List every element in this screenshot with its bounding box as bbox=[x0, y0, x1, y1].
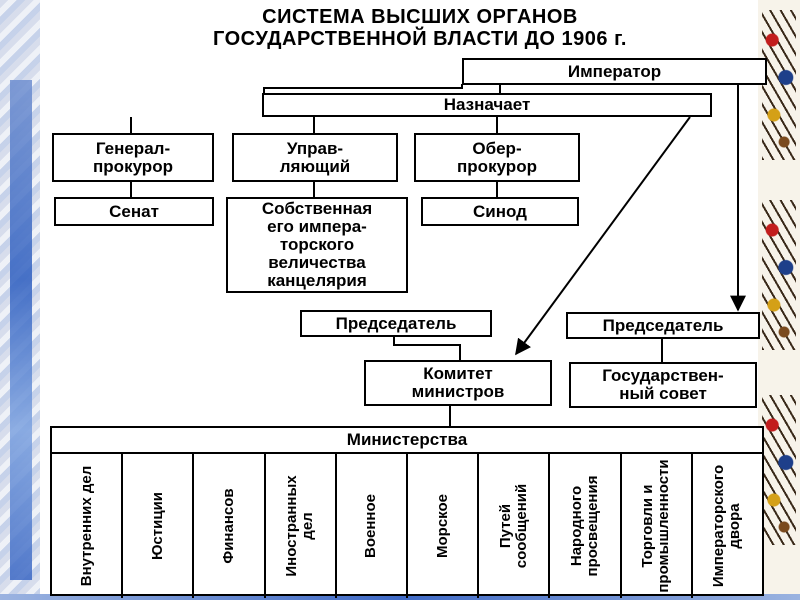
chief-procurator-label: Обер- прокурор bbox=[457, 138, 537, 176]
appoints-box: Назначает bbox=[262, 93, 712, 117]
ministry-label: Юстиции bbox=[148, 491, 166, 561]
senate-label: Сенат bbox=[109, 201, 159, 221]
procurator-general-label: Генерал- прокурор bbox=[93, 138, 173, 176]
chief-procurator-box: Обер- прокурор bbox=[414, 133, 580, 182]
appoints-label: Назначает bbox=[443, 95, 531, 114]
ministry-label: Морское bbox=[433, 494, 451, 558]
ministry-label: Военное bbox=[362, 494, 380, 558]
ministry-label: Иностранных дел bbox=[283, 475, 317, 577]
chairman-to-committee-line bbox=[393, 336, 461, 360]
ministry-label: Финансов bbox=[220, 488, 237, 564]
synod-label: Синод bbox=[473, 201, 527, 221]
ministry-column: Юстиции bbox=[123, 454, 195, 598]
state-council-box: Государствен- ный совет bbox=[569, 362, 757, 408]
ornament-icon bbox=[762, 10, 796, 160]
title-line-1: СИСТЕМА ВЫСШИХ ОРГАНОВ bbox=[262, 6, 578, 28]
ministry-label: Народного просвещения bbox=[568, 475, 602, 577]
emperor-box: Император bbox=[462, 58, 767, 85]
ministry-label: Торговли и промышленности bbox=[639, 459, 673, 593]
manager-box: Управ- ляющий bbox=[232, 133, 398, 182]
chairman-left-box: Председатель bbox=[300, 310, 492, 337]
ministry-column: Народного просвещения bbox=[550, 454, 622, 598]
left-blue-bar bbox=[10, 80, 32, 580]
right-ornament-strip bbox=[758, 0, 800, 600]
emperor-label: Император bbox=[567, 61, 662, 81]
ministry-column: Финансов bbox=[194, 454, 266, 598]
ministry-label: Императорского двора bbox=[710, 464, 744, 588]
appoints-to-committee-arrow bbox=[515, 116, 691, 356]
synod-box: Синод bbox=[421, 197, 579, 226]
ministries-header: Министерства bbox=[52, 428, 762, 454]
ministry-column: Морское bbox=[408, 454, 480, 598]
chairman-right-label: Председатель bbox=[602, 315, 724, 335]
ministry-column: Императорского двора bbox=[693, 454, 762, 598]
ornament-icon bbox=[762, 200, 796, 350]
procurator-general-box: Генерал- прокурор bbox=[52, 133, 214, 182]
title-line-2: ГОСУДАРСТВЕННОЙ ВЛАСТИ ДО 1906 г. bbox=[213, 28, 627, 50]
committee-label: Комитет министров bbox=[411, 364, 505, 401]
ministry-label: Путей сообщений bbox=[496, 483, 530, 569]
ministry-column: Путей сообщений bbox=[479, 454, 551, 598]
ministries-table: Министерства Внутренних дел Юстиции Фина… bbox=[50, 426, 764, 598]
ornament-icon bbox=[762, 395, 796, 545]
emperor-to-appoints-left-line bbox=[263, 84, 463, 94]
senate-box: Сенат bbox=[54, 197, 214, 226]
manager-label: Управ- ляющий bbox=[279, 138, 351, 176]
state-council-label: Государствен- ный совет bbox=[602, 366, 724, 403]
chancellery-label: Собственная его импера- торского величес… bbox=[261, 199, 373, 290]
bottom-decor-strip bbox=[0, 594, 800, 600]
ministry-column: Торговли и промышленности bbox=[622, 454, 693, 598]
left-decor-strip bbox=[0, 0, 40, 600]
chairman-right-box: Председатель bbox=[566, 312, 760, 339]
committee-box: Комитет министров bbox=[364, 360, 552, 406]
diagram-title: СИСТЕМА ВЫСШИХ ОРГАНОВ ГОСУДАРСТВЕННОЙ В… bbox=[120, 6, 720, 50]
ministry-column: Военное bbox=[337, 454, 409, 598]
ministry-label: Внутренних дел bbox=[77, 465, 95, 587]
ministry-column: Иностранных дел bbox=[266, 454, 337, 598]
chancellery-box: Собственная его импера- торского величес… bbox=[226, 197, 408, 293]
ministries-columns: Внутренних дел Юстиции Финансов Иностран… bbox=[52, 454, 762, 598]
chairman-left-label: Председатель bbox=[335, 313, 457, 333]
ministry-column: Внутренних дел bbox=[52, 454, 124, 598]
